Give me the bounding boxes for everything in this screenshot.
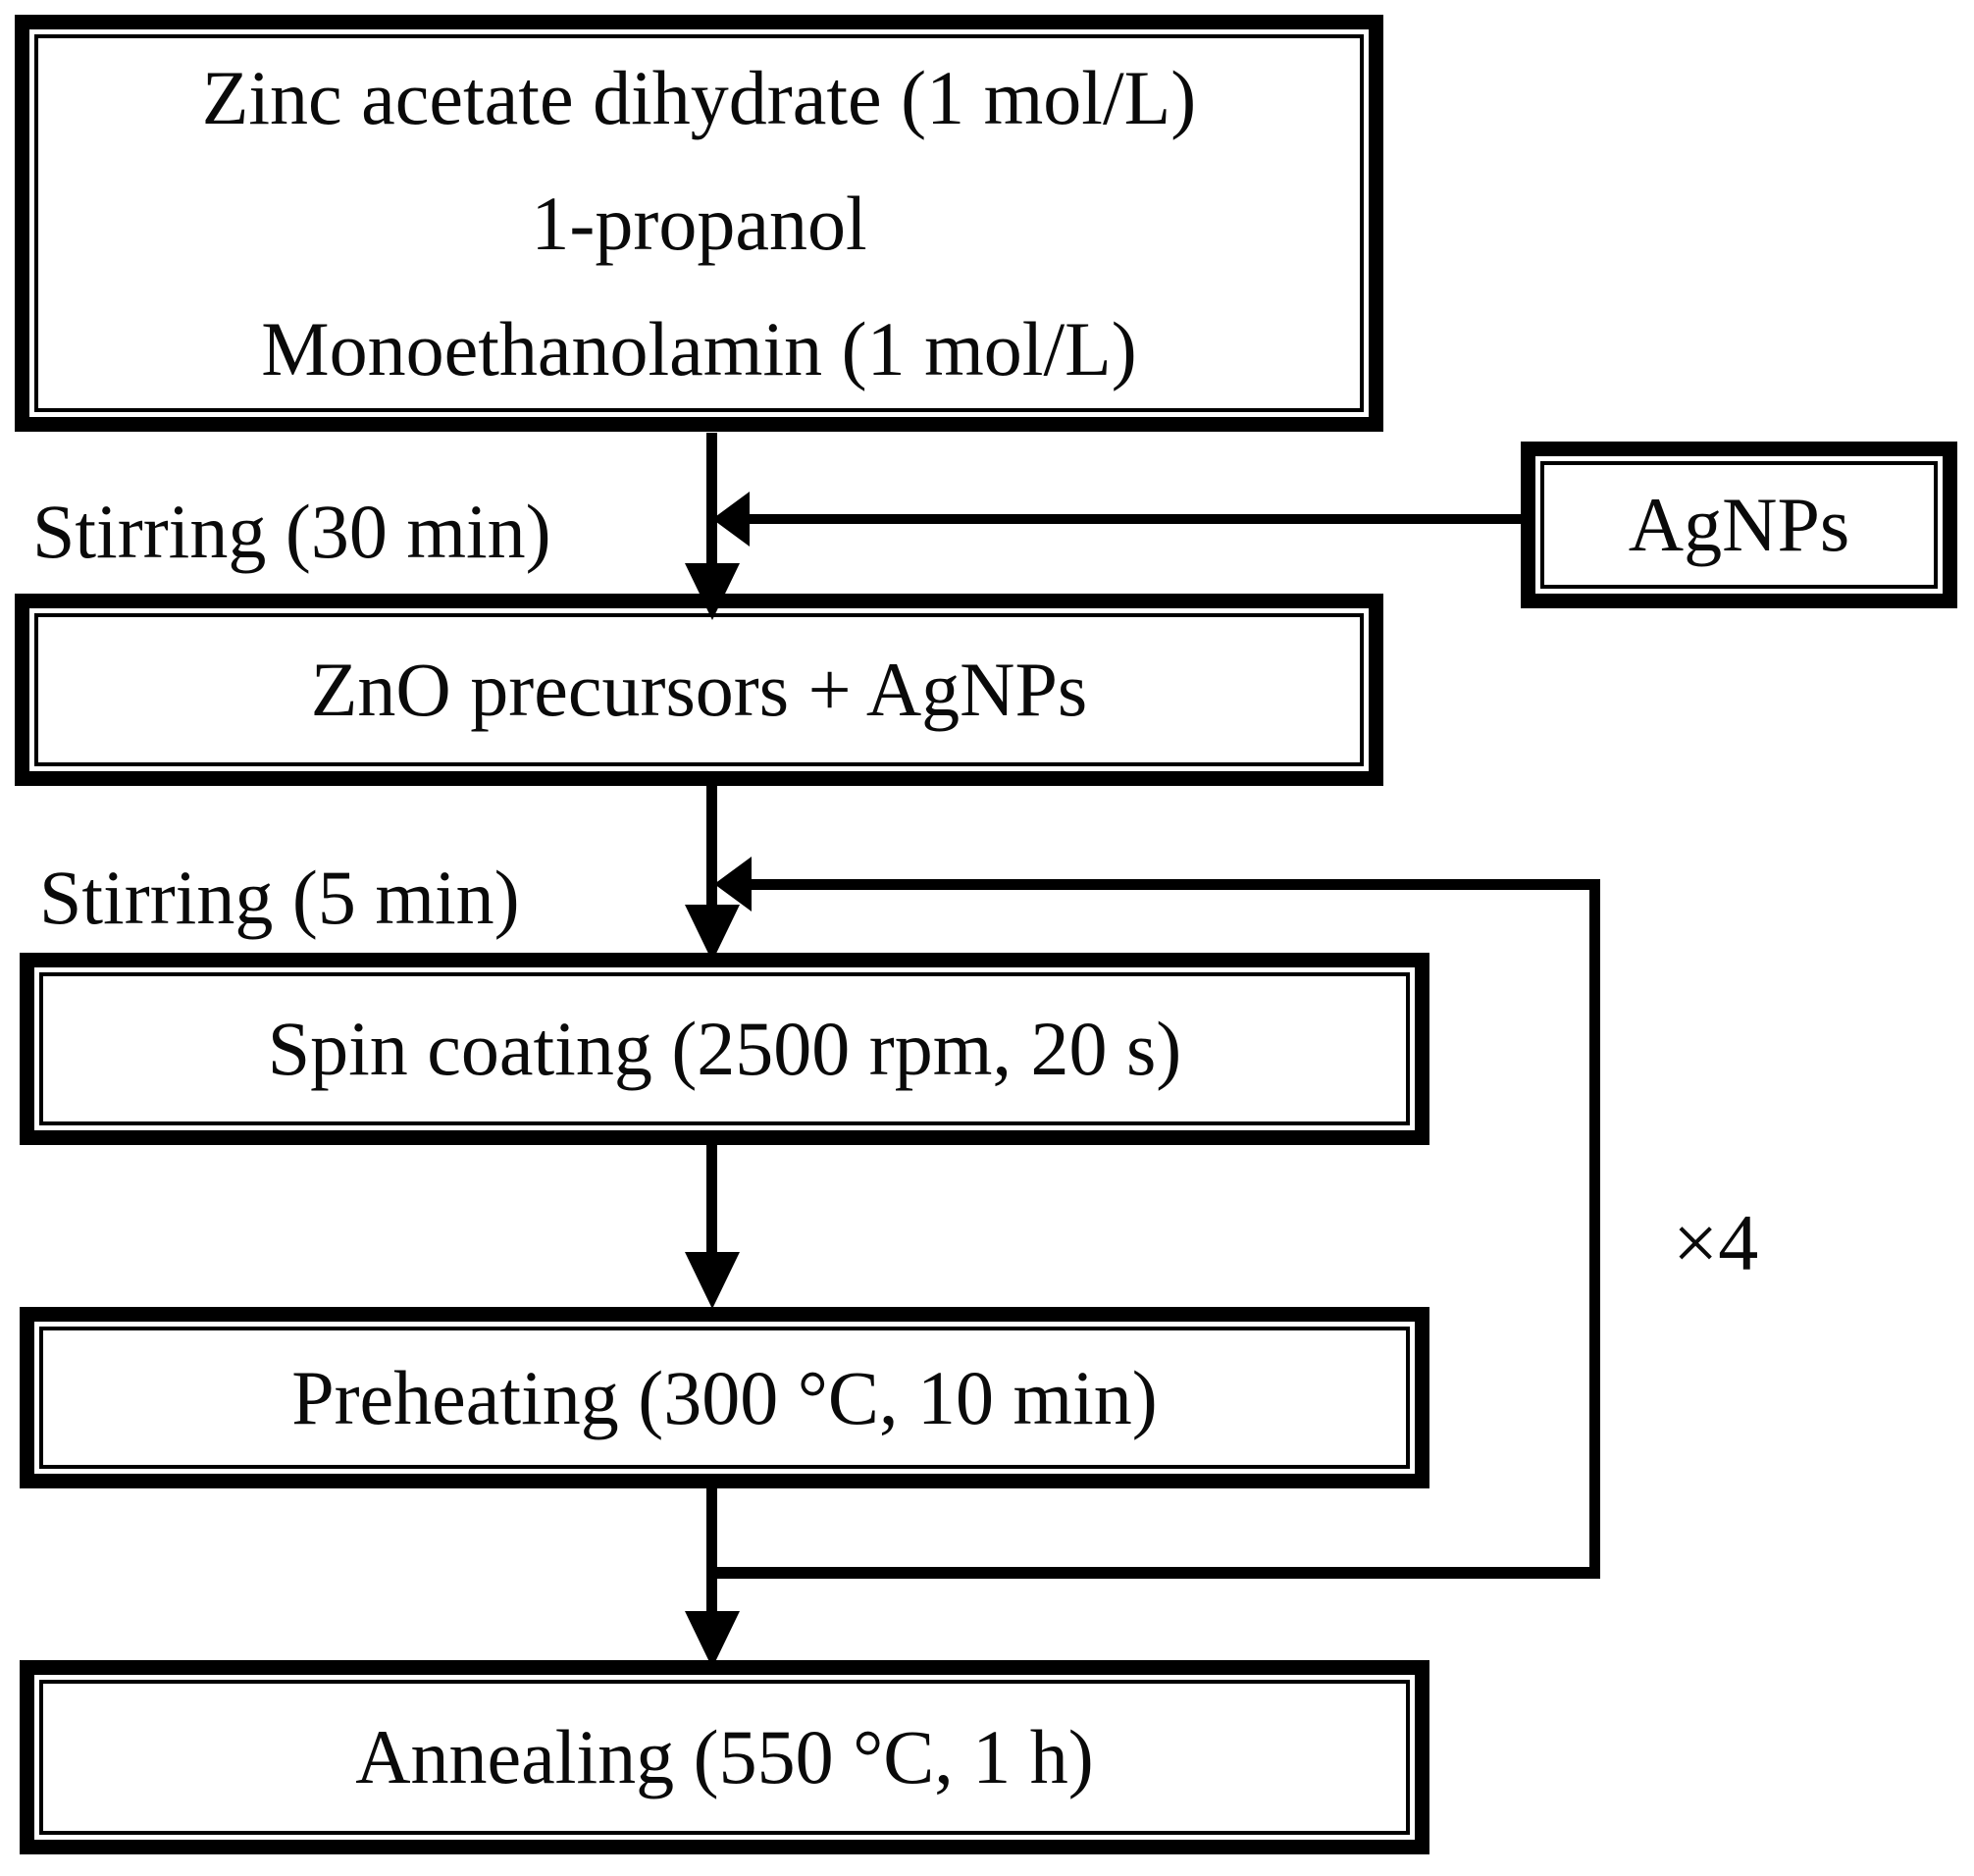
arrowhead-left-icon xyxy=(714,857,752,912)
agnps-connector-line xyxy=(748,514,1523,524)
stirring-30min-label: Stirring (30 min) xyxy=(32,489,551,574)
feedback-loop-right-line xyxy=(1589,879,1600,1579)
zno-precursors-box: ZnO precursors + AgNPs xyxy=(15,594,1383,786)
arrow-zno-to-spin-line xyxy=(706,785,717,909)
arrow-spin-to-preheating-line xyxy=(706,1145,717,1256)
zno-precursors-label: ZnO precursors + AgNPs xyxy=(310,647,1088,732)
materials-line-2: 1-propanol xyxy=(531,180,867,266)
arrowhead-down-icon xyxy=(685,1252,740,1309)
agnps-box: AgNPs xyxy=(1521,442,1957,608)
agnps-label: AgNPs xyxy=(1628,482,1850,567)
materials-line-1: Zinc acetate dihydrate (1 mol/L) xyxy=(201,54,1197,140)
spin-coating-label: Spin coating (2500 rpm, 20 s) xyxy=(267,1006,1182,1091)
materials-line-3: Monoethanolamin (1 mol/L) xyxy=(261,305,1137,391)
annealing-box: Annealing (550 °C, 1 h) xyxy=(20,1660,1429,1854)
materials-box: Zinc acetate dihydrate (1 mol/L) 1-propa… xyxy=(15,15,1383,432)
preheating-box: Preheating (300 °C, 10 min) xyxy=(20,1307,1429,1488)
repeat-x4-label: ×4 xyxy=(1673,1198,1759,1287)
annealing-label: Annealing (550 °C, 1 h) xyxy=(355,1714,1094,1799)
preheating-label: Preheating (300 °C, 10 min) xyxy=(291,1354,1158,1440)
spin-coating-box: Spin coating (2500 rpm, 20 s) xyxy=(20,953,1429,1145)
feedback-loop-bottom-line xyxy=(712,1567,1600,1579)
arrowhead-down-icon xyxy=(685,1611,740,1668)
arrow-preheating-to-annealing-line xyxy=(706,1488,717,1615)
arrowhead-down-icon xyxy=(685,563,740,620)
arrowhead-left-icon xyxy=(712,492,750,547)
feedback-loop-top-line xyxy=(750,879,1600,890)
stirring-5min-label: Stirring (5 min) xyxy=(39,855,520,940)
arrow-materials-to-zno-line xyxy=(706,433,717,567)
arrowhead-down-icon xyxy=(685,905,740,962)
